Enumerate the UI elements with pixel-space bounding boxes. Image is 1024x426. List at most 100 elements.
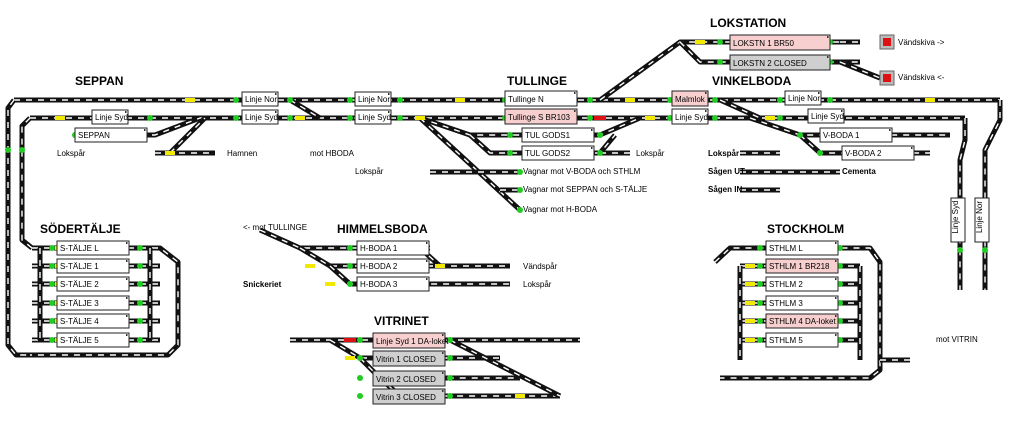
signal-green[interactable]: [287, 115, 293, 121]
block-sthlm-5[interactable]: STHLM 5: [765, 332, 839, 348]
signal-green[interactable]: [757, 337, 763, 343]
signal-green[interactable]: [49, 263, 55, 269]
block-linje-syd-v[interactable]: Linje Syd: [950, 197, 966, 243]
signal-green[interactable]: [347, 97, 353, 103]
block-linje-syd-5[interactable]: Linje Syd: [807, 108, 845, 124]
signal-green[interactable]: [233, 97, 239, 103]
block-stalje-3[interactable]: S-TÄLJE 3: [56, 295, 130, 311]
block-lokstn1[interactable]: LOKSTN 1 BR50: [729, 34, 831, 51]
block-sthlm-1[interactable]: STHLM 1 BR218: [765, 258, 839, 274]
block-sthlm-3[interactable]: STHLM 3: [765, 295, 839, 311]
block-vboda2[interactable]: V-BODA 2: [841, 145, 915, 161]
block-vitrin2[interactable]: Vitrin 2 CLOSED: [372, 370, 446, 387]
signal-green[interactable]: [447, 337, 453, 343]
signal-green[interactable]: [49, 245, 55, 251]
signal-green[interactable]: [347, 263, 353, 269]
block-linje-syd-3[interactable]: Linje Syd: [354, 109, 392, 125]
signal-green[interactable]: [137, 245, 143, 251]
signal-green[interactable]: [137, 263, 143, 269]
signal-green[interactable]: [49, 318, 55, 324]
signal-green[interactable]: [19, 147, 25, 153]
signal-green[interactable]: [712, 97, 718, 103]
signal-green[interactable]: [397, 97, 403, 103]
signal-green[interactable]: [49, 300, 55, 306]
signal-green[interactable]: [757, 300, 763, 306]
signal-green[interactable]: [597, 150, 603, 156]
signal-green[interactable]: [777, 115, 783, 121]
signal-green[interactable]: [137, 281, 143, 287]
signal-green[interactable]: [357, 393, 363, 399]
signal-green[interactable]: [817, 150, 823, 156]
signal-green[interactable]: [347, 281, 353, 287]
signal-green[interactable]: [507, 132, 513, 138]
signal-green[interactable]: [447, 375, 453, 381]
block-stalje-1[interactable]: S-TÄLJE 1: [56, 258, 130, 274]
signal-green[interactable]: [827, 97, 833, 103]
signal-green[interactable]: [137, 300, 143, 306]
block-tul-gods1[interactable]: TUL GODS1: [521, 127, 595, 143]
signal-green[interactable]: [49, 281, 55, 287]
block-vitrin-lsyd[interactable]: Linje Syd 1 DA-loket: [372, 332, 449, 349]
block-lokstn2[interactable]: LOKSTN 2 CLOSED: [729, 54, 831, 71]
signal-green[interactable]: [233, 115, 239, 121]
block-sthlm-4[interactable]: STHLM 4 DA-loket: [765, 313, 839, 329]
signal-green[interactable]: [757, 263, 763, 269]
signal-green[interactable]: [147, 115, 153, 121]
block-hboda2[interactable]: H-BODA 2: [356, 258, 430, 274]
signal-green[interactable]: [717, 59, 723, 65]
signal-green[interactable]: [49, 337, 55, 343]
signal-green[interactable]: [357, 355, 363, 361]
signal-green[interactable]: [797, 132, 803, 138]
signal-green[interactable]: [137, 337, 143, 343]
signal-green[interactable]: [957, 247, 963, 253]
signal-green[interactable]: [137, 318, 143, 324]
block-stalje-2[interactable]: S-TÄLJE 2: [56, 276, 130, 292]
block-vitrin1[interactable]: Vitrin 1 CLOSED: [372, 350, 446, 367]
signal-green[interactable]: [447, 393, 453, 399]
signal-green[interactable]: [757, 245, 763, 251]
signal-green[interactable]: [5, 147, 11, 153]
block-linje-syd-2[interactable]: Linje Syd: [241, 109, 279, 125]
block-linje-nor-v[interactable]: Linje Nor: [974, 197, 990, 243]
signal-green[interactable]: [757, 281, 763, 287]
signal-green[interactable]: [757, 318, 763, 324]
signal-green[interactable]: [517, 169, 523, 175]
block-linje-syd-4[interactable]: Linje Syd: [671, 108, 709, 125]
signal-green[interactable]: [717, 39, 723, 45]
block-linje-nor-1[interactable]: Linje Nor: [241, 91, 279, 107]
block-stalje-l[interactable]: S-TÄLJE L: [56, 240, 130, 256]
signal-green[interactable]: [587, 97, 593, 103]
block-tullinge-n[interactable]: Tullinge N: [504, 90, 578, 107]
signal-green[interactable]: [357, 375, 363, 381]
signal-green[interactable]: [712, 115, 718, 121]
signal-green[interactable]: [397, 115, 403, 121]
signal-green[interactable]: [597, 132, 603, 138]
block-label: Linje Syd: [95, 113, 128, 122]
signal-green[interactable]: [982, 247, 988, 253]
signal-green[interactable]: [587, 115, 593, 121]
block-stalje-5[interactable]: S-TÄLJE 5: [56, 332, 130, 348]
signal-green[interactable]: [507, 150, 513, 156]
block-sthlm-2[interactable]: STHLM 2: [765, 276, 839, 292]
block-sthlm-l[interactable]: STHLM L: [765, 240, 839, 256]
block-hboda3[interactable]: H-BODA 3: [356, 276, 430, 292]
signal-green[interactable]: [517, 207, 523, 213]
signal-green[interactable]: [347, 115, 353, 121]
block-linje-syd-1[interactable]: Linje Syd: [91, 109, 129, 125]
block-hboda1[interactable]: H-BODA 1: [356, 240, 430, 256]
signal-green[interactable]: [517, 187, 523, 193]
block-linje-nor-2[interactable]: Linje Nor: [354, 91, 392, 107]
signal-green[interactable]: [777, 97, 783, 103]
block-vboda1[interactable]: V-BODA 1: [819, 127, 893, 143]
signal-green[interactable]: [357, 337, 363, 343]
block-tul-gods2[interactable]: TUL GODS2: [521, 145, 595, 161]
block-linje-nor-3[interactable]: Linje Nor: [784, 90, 822, 106]
signal-green[interactable]: [447, 355, 453, 361]
block-malmlok[interactable]: Malmlok: [671, 90, 709, 107]
block-vitrin3[interactable]: Vitrin 3 CLOSED: [372, 388, 446, 405]
signal-green[interactable]: [347, 245, 353, 251]
block-stalje-4[interactable]: S-TÄLJE 4: [56, 313, 130, 329]
block-tullinge-s[interactable]: Tullinge S BR103: [504, 108, 578, 125]
signal-green[interactable]: [287, 97, 293, 103]
block-seppan-blk[interactable]: SEPPAN: [74, 127, 148, 143]
